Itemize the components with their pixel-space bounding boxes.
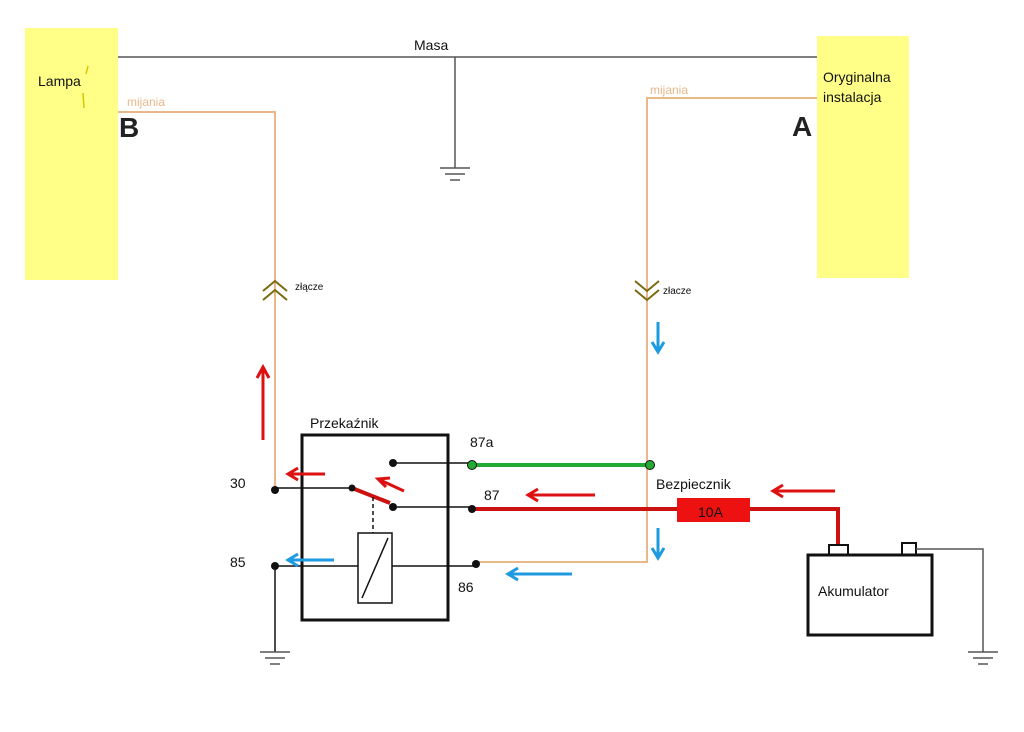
lamp-label: Lampa xyxy=(38,73,81,89)
relay-coil xyxy=(357,532,393,604)
arrow-blue-down-mid-icon xyxy=(650,528,666,561)
terminal-87-inner xyxy=(389,503,397,511)
ground-label: Masa xyxy=(414,37,448,53)
low-beam-label-right: mijania xyxy=(650,83,688,97)
fuse-title: Bezpiecznik xyxy=(656,476,732,492)
arrow-blue-left-86-icon xyxy=(505,566,572,582)
connector-right-label: złacze xyxy=(663,286,692,297)
battery-terminal-negative xyxy=(901,542,917,556)
connector-left-icon xyxy=(262,279,288,301)
nc-wire-junction-left xyxy=(467,460,477,470)
terminal-switch-pivot xyxy=(348,484,356,492)
battery-body xyxy=(806,553,934,637)
pin-30-label: 30 xyxy=(230,475,246,491)
terminal-30 xyxy=(271,486,279,494)
arrow-blue-down-top-icon xyxy=(650,322,666,355)
fuse-icon xyxy=(677,498,750,522)
arrow-red-fuse-icon xyxy=(770,483,835,499)
arrow-red-switch-icon xyxy=(374,476,405,493)
terminal-86 xyxy=(472,560,480,568)
arrow-blue-left-85-icon xyxy=(285,552,334,568)
power-wire-87 xyxy=(472,507,840,546)
pin-87a-label: 87a xyxy=(470,434,494,450)
low-beam-wire-right xyxy=(476,97,817,563)
original-installation-box xyxy=(817,36,909,278)
original-label-line2: instalacja xyxy=(823,89,882,105)
lamp-box xyxy=(25,28,118,280)
pin-87-label: 87 xyxy=(484,487,500,503)
ground-symbol-top xyxy=(440,167,470,181)
battery-ground-wire xyxy=(916,548,984,652)
connector-left-label: złącze xyxy=(295,282,324,293)
lamp-letter: B xyxy=(119,112,139,143)
original-letter: A xyxy=(792,111,812,142)
arrow-red-left-pin30-icon xyxy=(285,466,325,482)
terminal-85 xyxy=(271,562,279,570)
red-arrows xyxy=(255,363,835,503)
nc-wire-junction-right xyxy=(645,460,655,470)
battery-label: Akumulator xyxy=(818,583,889,599)
blue-arrows xyxy=(285,322,666,582)
relay-switch-blade xyxy=(351,486,391,505)
pin-86-label: 86 xyxy=(458,579,474,595)
pin-85-label: 85 xyxy=(230,554,246,570)
relay-coil-diagonal xyxy=(361,537,389,599)
relay-internal-wiring xyxy=(274,462,476,652)
relay-title: Przekaźnik xyxy=(310,415,379,431)
terminal-87 xyxy=(468,505,476,513)
fuse-rating: 10A xyxy=(698,504,724,520)
connector-right-icon xyxy=(634,280,660,302)
ground-symbol-battery xyxy=(968,651,998,665)
terminal-dots xyxy=(271,459,480,570)
lamp-filament-mark xyxy=(82,65,89,109)
relay-box xyxy=(300,433,450,622)
arrow-red-up-icon xyxy=(255,363,271,440)
ground-wire xyxy=(118,56,817,168)
low-beam-wire-left xyxy=(118,111,276,488)
original-label-line1: Oryginalna xyxy=(823,69,891,85)
arrow-red-87-icon xyxy=(525,487,595,503)
ground-symbol-relay xyxy=(260,651,290,665)
terminal-87a-inner xyxy=(389,459,397,467)
low-beam-label-left: mijania xyxy=(127,95,165,109)
